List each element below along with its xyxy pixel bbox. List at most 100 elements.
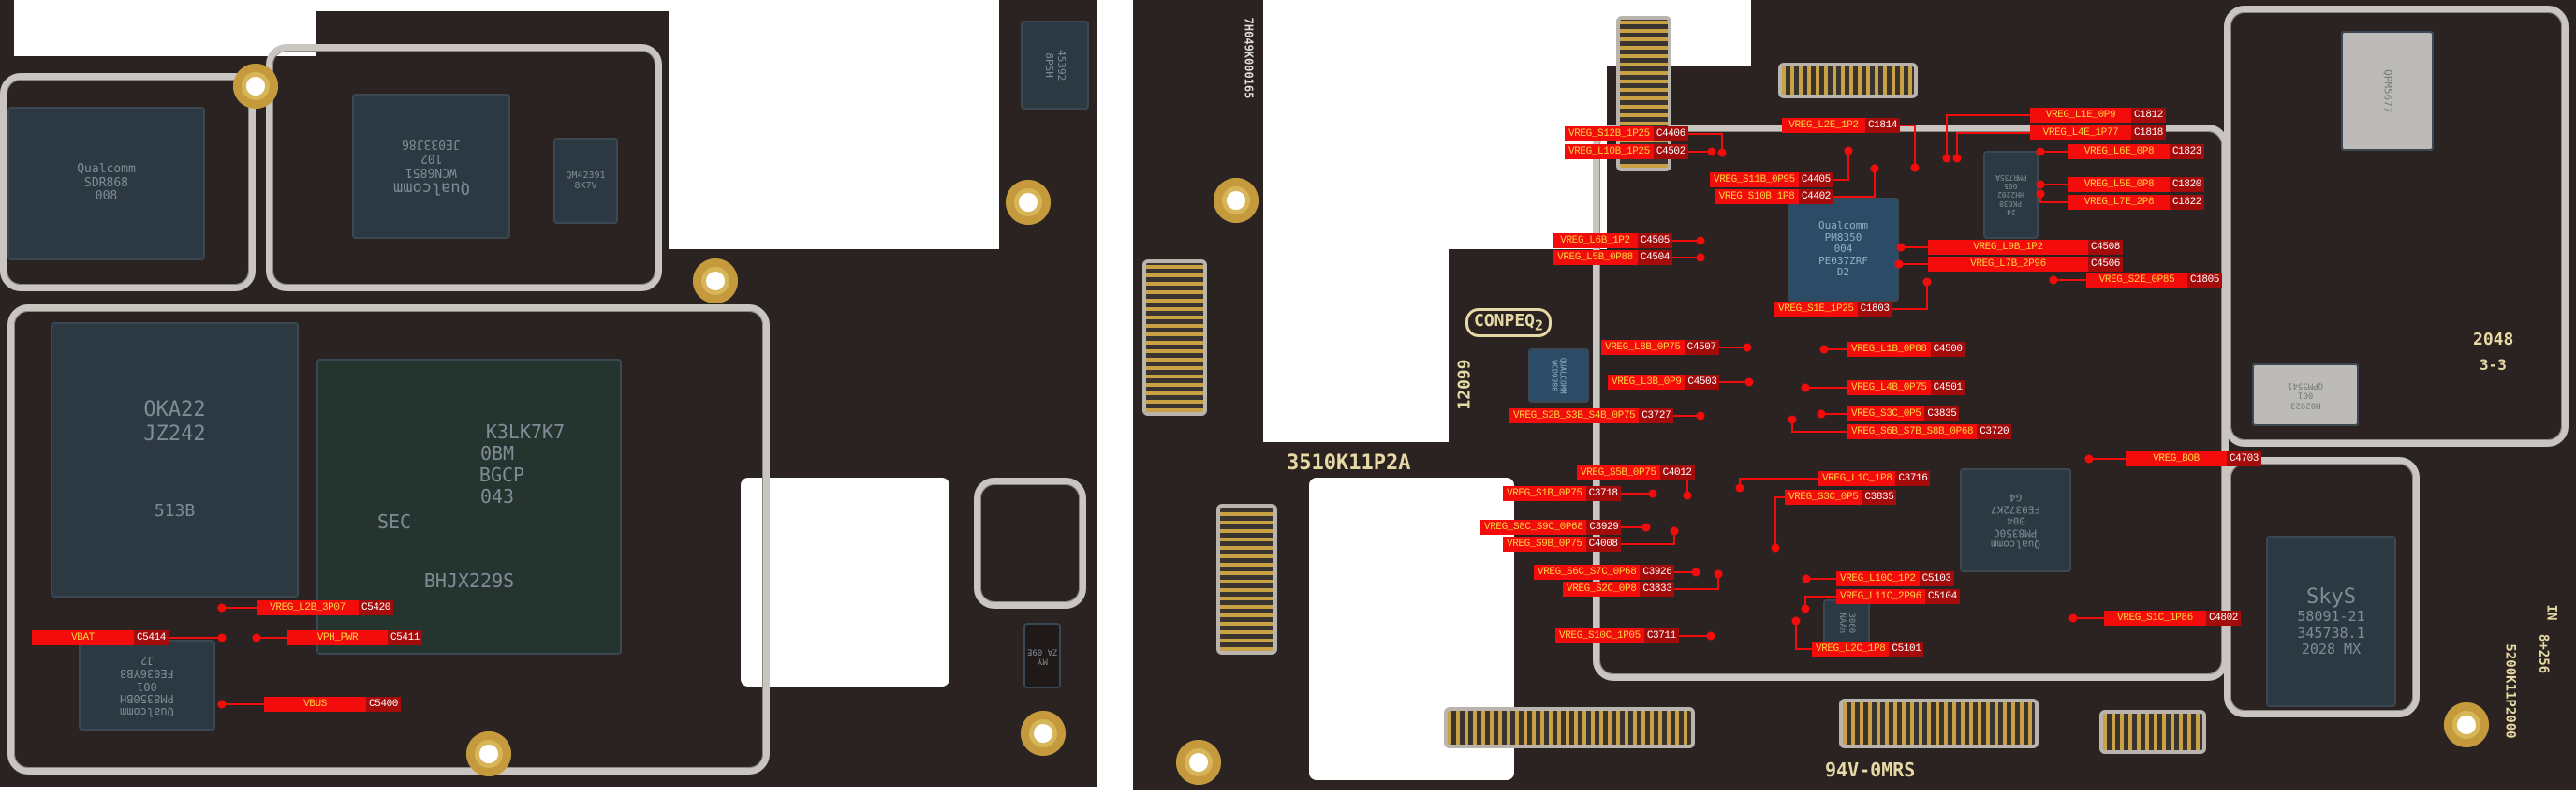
qpm-chip: QPM5677 [2341,31,2434,151]
pmr735a-chip: PMR735A 005 HH2202 PK038 24 [1983,151,2039,239]
memory-chip: OKA22 JZ242 513B [51,322,299,598]
test-point-dot [1952,154,1962,163]
test-point-dot [1691,568,1700,577]
test-point-dot [2068,613,2078,623]
chip-marking: 2028 MX [2301,640,2362,657]
wcn6851-chip: JE033J86 102 WCN6851 Qualcomm [352,94,510,239]
component-ref: C1820 [2169,177,2204,192]
chip-marking: OKA22 [143,398,206,422]
net-name: VREG_L2C_1P8 [1816,643,1886,655]
board-connector[interactable] [1778,63,1918,98]
silkscreen-3-3: 3-3 [2480,356,2507,374]
test-point-dot [1801,383,1810,392]
skyworks-chip: SkyS 58091-21 345738.1 2028 MX [2266,536,2396,707]
board-connector[interactable] [1142,259,1207,416]
component-ref: C5420 [358,600,393,615]
leader-line [1791,420,1847,433]
chip-marking: Qualcomm [1818,218,1868,231]
chip-marking: 8K7V [574,181,597,191]
component-ref: C5414 [133,630,169,645]
chip-marking: SEC [376,510,412,533]
component-ref: C4503 [1685,375,1720,390]
net-name: VREG_L8B_0P75 [1605,342,1681,353]
component-ref: C5411 [387,630,422,645]
net-name: VREG_L6E_0P8 [2083,146,2155,157]
silkscreen-text: 2 [1535,317,1544,334]
chip-marking: K3LK7K7 [485,421,566,443]
mounting-hole [466,731,511,776]
net-name: VREG_L3B_0P9 [1612,376,1682,388]
test-point-dot [2084,454,2094,464]
net-name: VREG_S11B_0P95 [1714,174,1795,185]
component-ref: C3833 [1640,582,1675,597]
net-name: VREG_S9B_0P75 [1507,539,1582,550]
net-name: VREG_L5B_0P88 [1557,252,1633,263]
board-connector[interactable] [1839,699,2039,748]
test-point-dot [1717,148,1727,157]
wcd-chip: QUALCOMM WCD9380 [1528,348,1589,403]
component-ref: C5104 [1924,589,1960,604]
board-cutout [14,0,316,56]
leader-line [1956,132,2030,158]
component-ref: C1823 [2169,144,2204,159]
net-name: VREG_S12B_1P25 [1568,128,1650,140]
leader-line [1674,574,1719,590]
net-name: VREG_L1C_1P8 [1822,473,1892,484]
shield-frame [0,73,256,291]
chip-marking: QM42391 [566,170,606,181]
component-ref: C1803 [1857,302,1892,317]
net-name: VREG_S1E_1P25 [1778,303,1854,315]
test-point-dot [2049,275,2058,285]
net-name: VREG_L2B_3P07 [270,602,346,613]
component-ref: C4703 [2226,451,2261,466]
component-ref: C3718 [1585,486,1621,501]
test-point-dot [1707,147,1716,156]
leader-line [1833,151,1849,181]
net-name: VREG_L10C_1P2 [1840,573,1916,584]
net-name: VREG_S2B_S3B_S4B_0P75 [1513,410,1636,421]
net-name: VREG_S5B_0P75 [1581,467,1656,479]
component-ref: C1814 [1864,118,1900,133]
net-name: VBUS [303,699,327,710]
net-name: VREG_L7E_2P8 [2083,197,2155,208]
board-cutout [669,0,999,249]
chip-marking: PE037ZRF [1818,254,1868,267]
net-name: VREG_S3C_0P5 [1851,408,1921,420]
silkscreen-2048: 2048 [2473,330,2514,349]
leader-line [1688,133,1723,153]
board-connector[interactable] [2099,710,2206,754]
test-point-dot [1744,377,1754,387]
component-ref: C4502 [1653,144,1688,159]
test-point-dot [1910,163,1920,172]
sensor-chip: ZA 09E MY [1023,623,1061,688]
board-connector[interactable] [1444,707,1695,748]
net-name: VREG_S8C_S9C_0P68 [1484,522,1583,533]
test-point-dot [1771,543,1780,553]
test-point-dot [1743,343,1752,352]
component-ref: C4802 [2205,611,2241,626]
silkscreen-conpeq: CONPEQ2 [1465,308,1553,337]
qm42391-chip: QM42391 8K7V [553,138,618,224]
test-point-dot [1844,146,1853,155]
component-ref: C4507 [1684,340,1719,355]
net-name: VREG_S10B_1P8 [1718,191,1795,202]
chip-marking: 004 [1833,243,1853,256]
net-name: VREG_S1B_0P75 [1507,488,1582,499]
mounting-hole [1214,178,1259,223]
board-connector[interactable] [1216,504,1277,655]
component-ref: C5400 [365,697,401,712]
net-name: VREG_S2C_0P8 [1567,583,1637,595]
chip-marking: Qualcomm [77,161,136,176]
net-name: VREG_S6C_S7C_0P68 [1538,567,1637,578]
